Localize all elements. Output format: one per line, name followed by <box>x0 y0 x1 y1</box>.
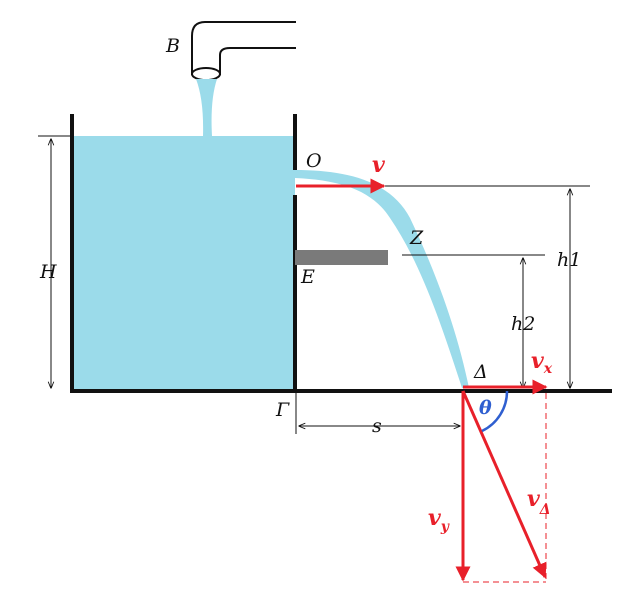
velocity-vdelta-arrow <box>461 390 547 579</box>
faucet-stream <box>196 79 217 136</box>
label-outlet-o: O <box>306 150 322 172</box>
label-base-gamma: Γ <box>275 399 290 421</box>
label-height-h: H <box>39 261 57 283</box>
label-range-s: s <box>372 415 382 437</box>
water-jet <box>295 170 469 388</box>
angle-theta-arc <box>481 390 509 433</box>
label-faucet-b: B <box>165 35 180 57</box>
label-height-h1: h1 <box>557 249 581 271</box>
label-velocity-vdelta: vΔ <box>527 486 551 518</box>
label-velocity-vx-main: v <box>531 348 544 374</box>
label-point-delta: Δ <box>473 361 488 383</box>
label-angle-theta: θ <box>479 397 492 419</box>
obstacle-bar <box>295 250 388 265</box>
label-velocity-v: v <box>372 152 385 178</box>
label-velocity-vy-sub: y <box>440 519 450 535</box>
label-height-h2: h2 <box>511 313 535 335</box>
label-velocity-vdelta-sub: Δ <box>539 502 551 518</box>
label-velocity-vy: vy <box>428 505 450 535</box>
label-velocity-vdelta-main: v <box>527 486 540 512</box>
label-velocity-v-main: v <box>372 152 385 178</box>
faucet <box>191 21 296 81</box>
label-point-z: Z <box>409 227 424 249</box>
tank-water <box>72 136 295 390</box>
label-velocity-vx: vx <box>531 348 553 377</box>
label-velocity-vy-main: v <box>428 505 441 531</box>
faucet-mouth <box>191 67 221 81</box>
label-point-e: E <box>300 266 315 288</box>
label-velocity-vx-sub: x <box>543 361 553 377</box>
